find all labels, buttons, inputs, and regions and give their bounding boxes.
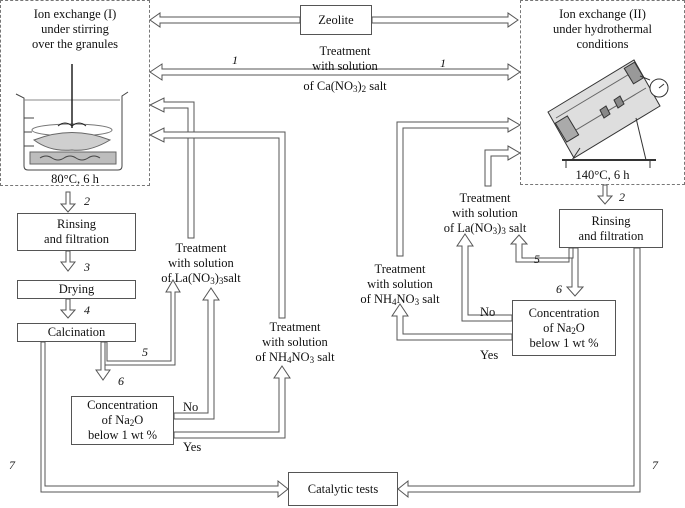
beaker-illustration: [15, 64, 129, 171]
zeolite-node: Zeolite: [300, 5, 372, 35]
arrow-no-right: [456, 233, 513, 322]
decision-no-right: No: [480, 305, 496, 319]
step-7-right: 7: [652, 458, 658, 472]
arrow-yes-left: [173, 365, 291, 439]
ion-exchange-1-condition: 80°C, 6 h: [51, 172, 99, 186]
arrow-step-5-right: [509, 234, 574, 263]
drying-node: Drying: [17, 280, 136, 299]
step-5-left: 5: [142, 345, 148, 359]
ion-exchange-1-title: Ion exchange (I) under stirring over the…: [31, 7, 119, 51]
step-2-left: 2: [84, 194, 90, 208]
ion-exchange-2-condition: 140°C, 6 h: [575, 168, 630, 182]
step-6-right: 6: [556, 282, 562, 296]
calcination-node: Calcination: [17, 323, 136, 342]
treatment-nh4-left-label: Treatment with solution of NH4NO3 salt: [255, 320, 335, 365]
treatment-ca-label: Treatment with solution of Ca(NO3)2 salt: [303, 44, 387, 94]
step-1-left: 1: [232, 53, 238, 67]
na2o-concentration-right: Concentration of Na2O below 1 wt %: [512, 300, 616, 356]
arrow-step-6-right: [565, 247, 585, 297]
step-6-left: 6: [118, 374, 124, 388]
arrow-step-4: [59, 298, 77, 319]
rinsing-filtration-left: Rinsing and filtration: [17, 213, 136, 251]
step-4: 4: [84, 303, 90, 317]
treatment-nh4-right-label: Treatment with solution of NH4NO3 salt: [360, 262, 440, 307]
arrow-yes-right: [391, 303, 513, 341]
catalytic-tests-node: Catalytic tests: [288, 472, 398, 506]
arrow-nh4-treatment-right-return: [396, 117, 521, 257]
arrow-zeolite-to-ion-exchange-1: [149, 12, 301, 28]
treatment-la-left-label: Treatment with solution of La(NO3)3salt: [161, 241, 241, 286]
arrow-step-2-right: [596, 184, 614, 205]
decision-no-left: No: [183, 400, 199, 414]
treatment-la-right-label: Treatment with solution of La(NO3)3 salt: [443, 191, 527, 236]
decision-yes-right: Yes: [480, 348, 499, 362]
autoclave-illustration: [547, 59, 669, 168]
na2o-concentration-left: Concentration of Na2O below 1 wt %: [71, 396, 174, 445]
arrow-nh4-treatment-left-return: [148, 127, 286, 319]
arrow-la-treatment-right-return: [484, 145, 521, 187]
arrow-la-treatment-left-return: [148, 97, 195, 239]
ion-exchange-2-title: Ion exchange (II) under hydrothermal con…: [553, 7, 652, 51]
arrow-no-left: [173, 287, 220, 420]
step-1-right: 1: [440, 56, 446, 70]
step-2-right: 2: [619, 190, 625, 204]
arrow-step-7-left: [40, 341, 289, 499]
arrow-zeolite-to-ion-exchange-2: [371, 12, 519, 28]
rinsing-filtration-right: Rinsing and filtration: [559, 209, 663, 248]
step-7-left: 7: [9, 458, 15, 472]
arrow-step-6-left: [95, 341, 111, 381]
step-3: 3: [84, 260, 90, 274]
arrow-step-7-right: [397, 247, 641, 499]
ion-exchange-1-frame: [0, 0, 150, 186]
arrow-step-2-left: [59, 191, 77, 213]
arrow-step-3: [59, 250, 77, 272]
decision-yes-left: Yes: [183, 440, 202, 454]
step-5-right: 5: [534, 252, 540, 266]
